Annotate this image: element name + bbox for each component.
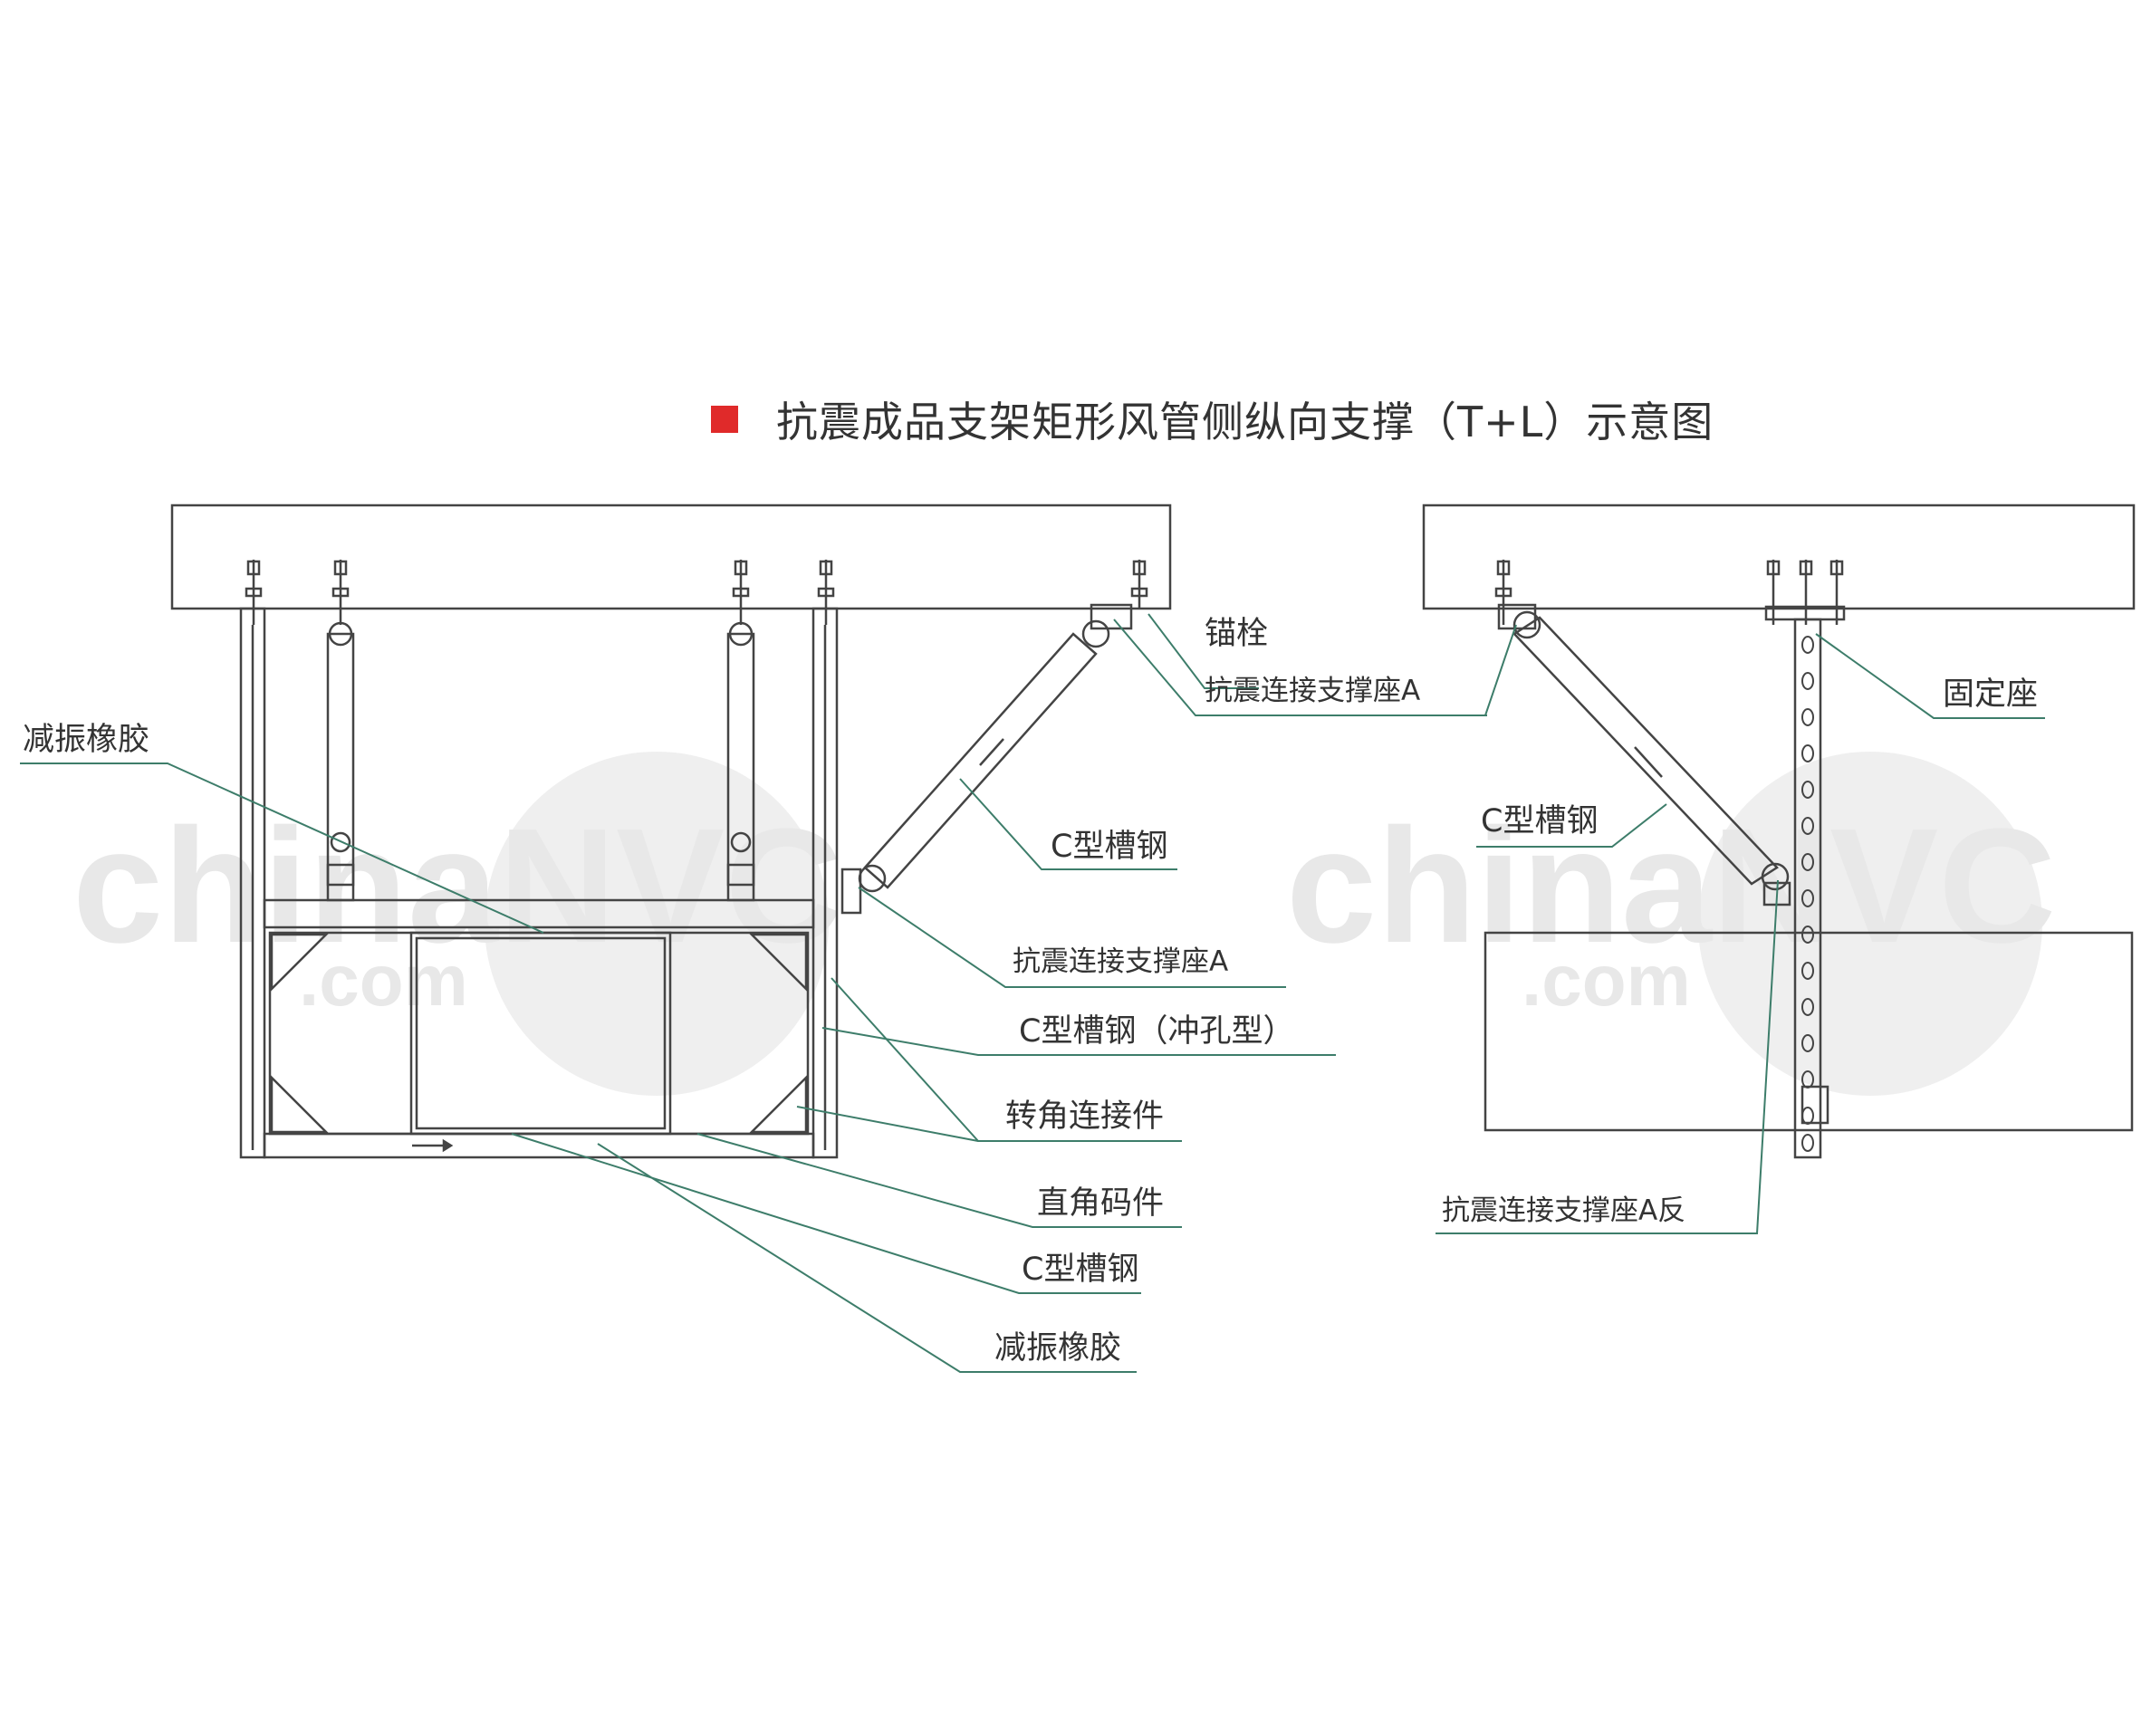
- label-fixed-seat: 固定座: [1943, 676, 2039, 713]
- punched-post: [1793, 618, 1822, 1159]
- watermark-text-left: chinaNVC: [72, 795, 842, 977]
- label-damping-rubber-bottom: 减振橡胶: [994, 1330, 1122, 1367]
- left-outer-post: [239, 607, 266, 1159]
- diagram-title: 抗震成品支架矩形风管侧纵向支撑（T+L）示意图: [776, 398, 1714, 446]
- label-anchor-bolt: 锚栓: [1205, 616, 1269, 652]
- watermark-sub-left: .com: [299, 940, 468, 1021]
- title-marker: [711, 406, 738, 433]
- label-seismic-seat-a-mid: 抗震连接支撑座A: [1013, 945, 1229, 978]
- label-corner-connector: 转角连接件: [1005, 1098, 1165, 1135]
- left-drawing: [170, 504, 1172, 1159]
- label-seismic-seat-a-reverse: 抗震连接支撑座A反: [1442, 1194, 1686, 1227]
- watermark: chinaNVC .com chinaNVC .com: [72, 752, 2056, 1096]
- label-c-channel-right: C型槽钢: [1481, 803, 1599, 839]
- ceiling-slab-right: [1422, 504, 2136, 610]
- label-right-angle-fitting: 直角码件: [1037, 1185, 1165, 1222]
- right-outer-post: [811, 607, 839, 1159]
- label-c-channel-brace: C型槽钢: [1051, 829, 1168, 865]
- corner-connectors: [270, 933, 808, 1134]
- anchor-bolts-right: [1494, 560, 1846, 625]
- label-seismic-seat-a-top: 抗震连接支撑座A: [1205, 675, 1421, 707]
- label-damping-rubber-top: 减振橡胶: [23, 722, 150, 758]
- label-c-channel-bottom: C型槽钢: [1022, 1252, 1139, 1288]
- leaders-right: [1205, 624, 2045, 1234]
- label-c-channel-punched: C型槽钢（冲孔型）: [1019, 1013, 1295, 1050]
- right-drawing: [1422, 504, 2136, 1159]
- top-cross-channel: [263, 898, 815, 929]
- bottom-cross-channel: [263, 1132, 815, 1159]
- watermark-sub-right: .com: [1522, 940, 1691, 1021]
- ceiling-slab-left: [170, 504, 1172, 610]
- diagonal-brace-left: [840, 603, 1133, 915]
- duct-right: [1484, 931, 2134, 1132]
- anchor-bolts-left: [245, 560, 1148, 625]
- diagram-title-row: 抗震成品支架矩形风管侧纵向支撑（T+L）示意图: [711, 388, 1714, 451]
- watermark-text-right: chinaNVC: [1286, 795, 2056, 977]
